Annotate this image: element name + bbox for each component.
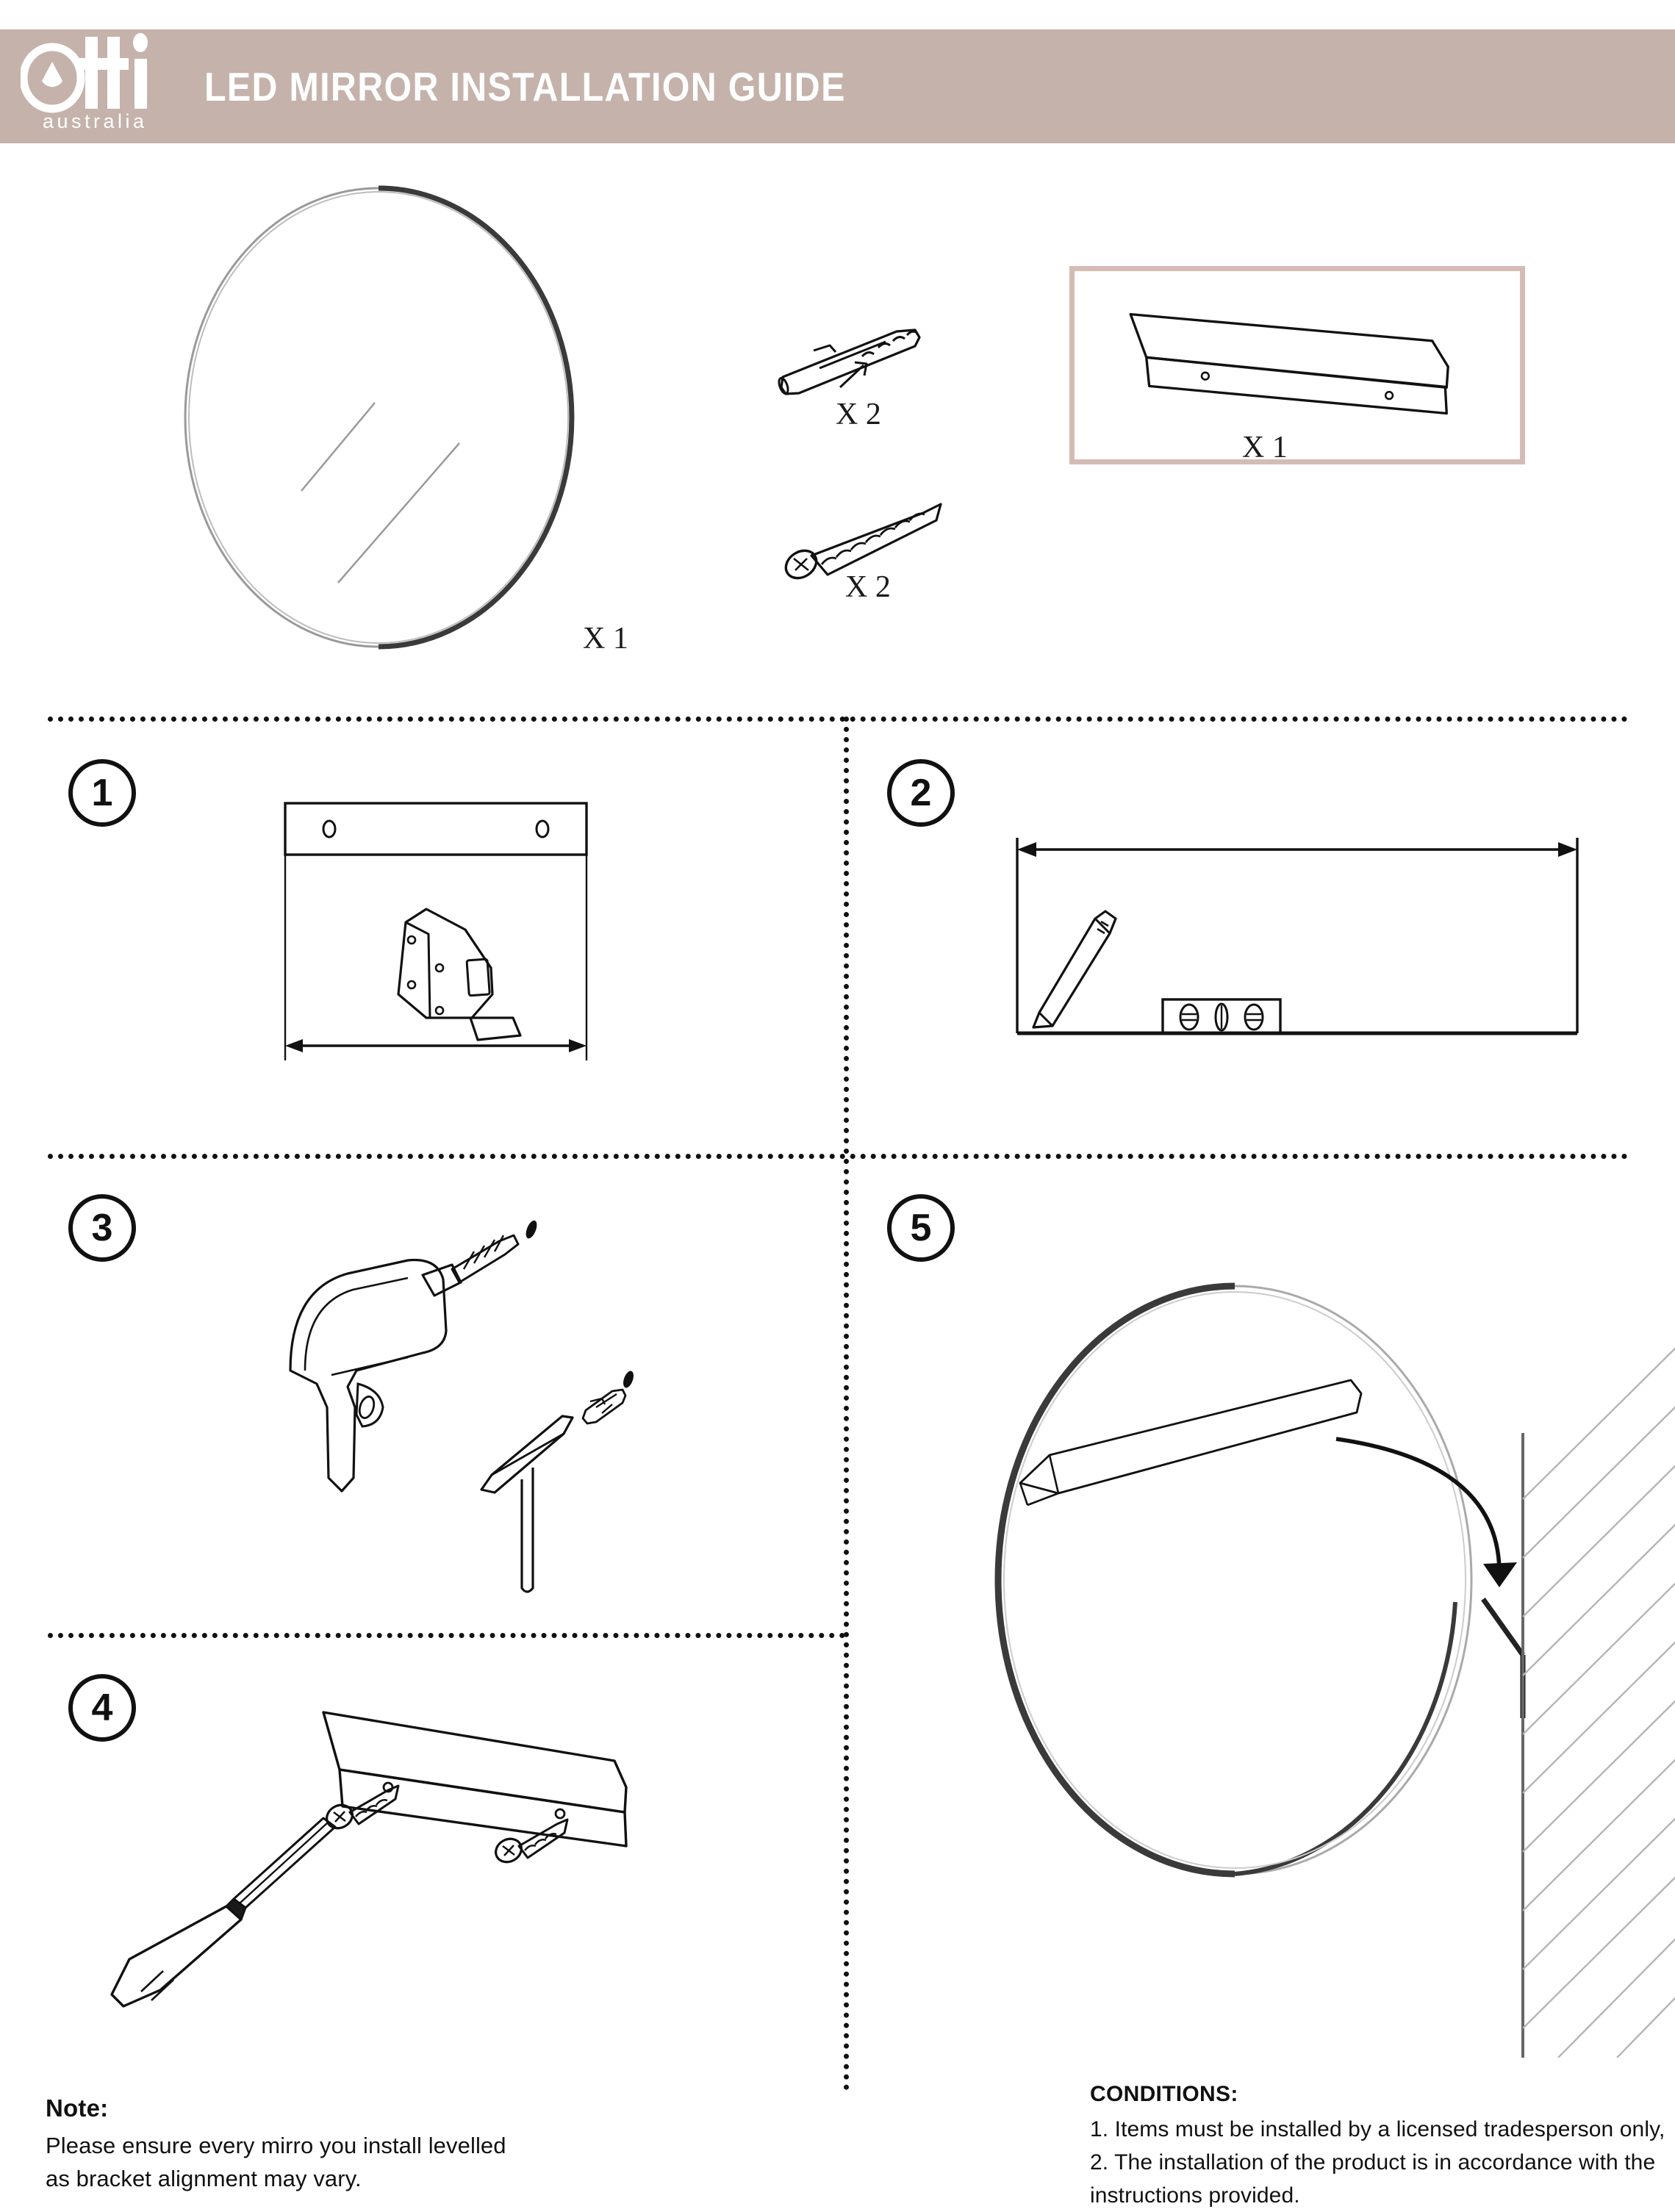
otti-wordmark-icon [21,33,148,113]
otti-logo: australia [21,16,171,156]
note-line-2: as bracket alignment may vary. [46,2166,362,2191]
bracket-qty-label: X 1 [1242,431,1288,464]
step-1-illustration [284,802,588,1060]
part-screw-illustration [784,503,942,580]
mirror-qty-label: X 1 [583,622,628,656]
conditions-title: CONDITIONS: [1090,2082,1238,2106]
conditions-line-1: 1. Items must be installed by a licensed… [1090,2117,1665,2141]
note-line-1: Please ensure every mirro you install le… [46,2133,506,2158]
step-2-illustration [1016,838,1579,1035]
step-4-illustration [110,1711,628,2008]
divider-horizontal-2 [48,1154,1628,1159]
divider-horizontal-3 [48,1633,845,1638]
conditions-line-3: instructions provided. [1090,2183,1300,2208]
note-title: Note: [46,2094,109,2122]
header-bar: australia LED MIRROR INSTALLATION GUIDE [0,29,1675,143]
otti-logo-subtitle: australia [43,110,148,132]
step-badge-1: 1 [68,759,136,827]
conditions-line-2: 2. The installation of the product is in… [1090,2150,1656,2175]
note-block: Note: Please ensure every mirro you inst… [46,2094,560,2195]
part-bracket-illustration [1129,312,1449,415]
step-3-illustration [289,1220,634,1593]
divider-vertical-1 [844,717,849,2091]
step-5-illustration [994,1282,1675,2058]
conditions-block: CONDITIONS: 1. Items must be installed b… [1090,2082,1675,2212]
part-mirror-illustration [184,185,575,650]
wall-plug-qty-label: X 2 [836,398,881,431]
step-badge-3: 3 [68,1194,136,1262]
bracket-part-box [1069,266,1525,464]
divider-horizontal-1 [48,717,1628,722]
screw-qty-label: X 2 [845,570,891,604]
page-title: LED MIRROR INSTALLATION GUIDE [204,64,846,109]
part-wall-plug-illustration [778,328,921,395]
step-badge-5: 5 [887,1194,955,1262]
step-badge-2: 2 [887,759,955,827]
step-badge-4: 4 [68,1674,136,1742]
